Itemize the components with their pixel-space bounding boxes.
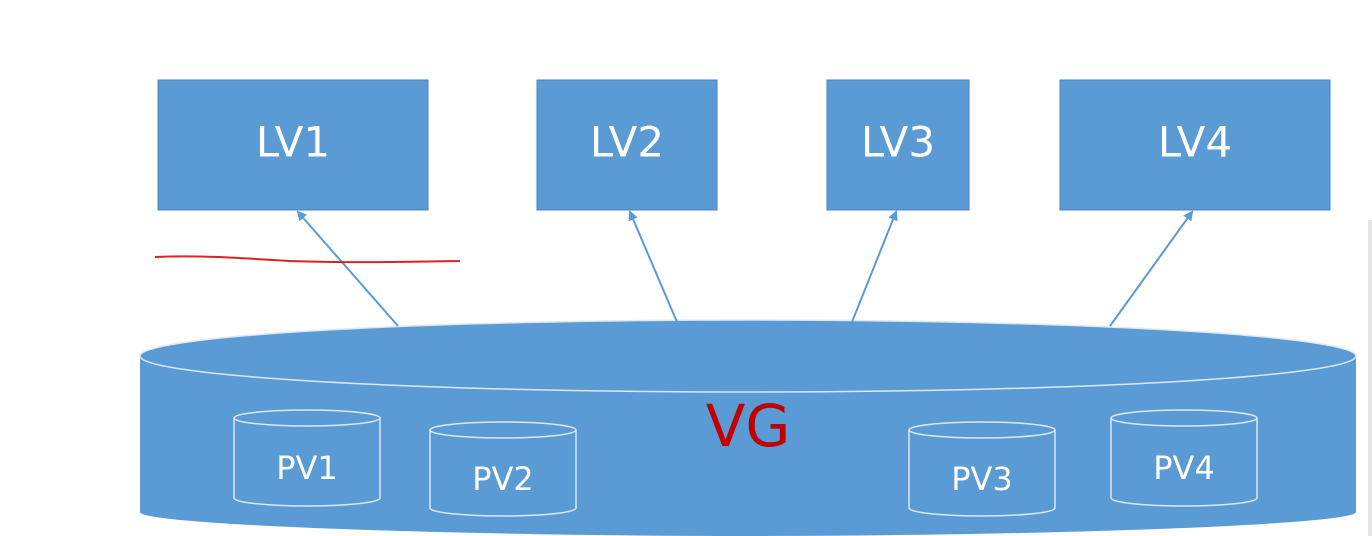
lv1-box: LV1 [157,79,429,211]
lv4-box: LV4 [1059,79,1331,211]
arrow-to-lv2 [628,210,678,323]
pv4-cylinder: PV4 [1110,409,1258,507]
pv2-label: PV2 [472,460,534,498]
arrows [296,210,1194,327]
lv1-label: LV1 [256,118,330,167]
vg-cylinder-body [140,356,1356,536]
red-annotation-line [154,255,461,264]
lv2-label: LV2 [590,118,664,167]
lv2-box: LV2 [536,79,718,211]
arrow-to-lv4 [1109,210,1194,327]
right-edge-divider [1368,220,1372,536]
lv3-box: LV3 [826,79,970,211]
pv1-label: PV1 [276,449,338,487]
pv3-cylinder: PV3 [908,421,1056,517]
lv4-label: LV4 [1158,118,1232,167]
arrow-to-lv1 [296,210,399,327]
vg-cylinder-top [139,319,1357,393]
pv2-cylinder: PV2 [429,421,577,517]
pv4-label: PV4 [1153,449,1215,487]
arrow-to-lv3 [851,210,898,323]
pv3-label: PV3 [951,460,1013,498]
volume-group-cylinder [139,319,1357,536]
vg-label: VG [706,392,791,460]
lv3-label: LV3 [861,118,935,167]
pv1-cylinder: PV1 [233,409,381,507]
